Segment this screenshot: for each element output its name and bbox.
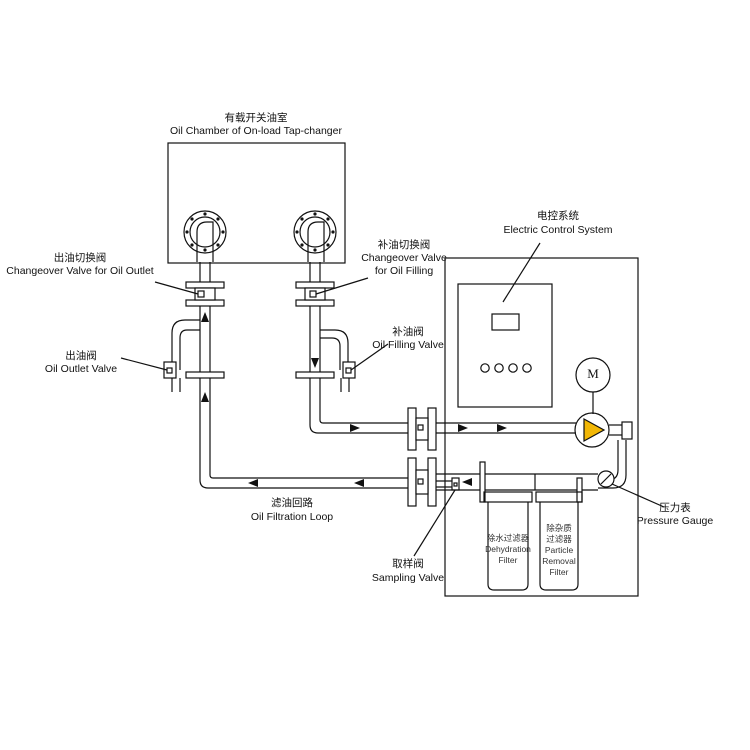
changeover-filling-label-en2: for Oil Filling (374, 265, 434, 277)
dehydration-filter (483, 491, 533, 591)
oil-outlet-valve-label-en: Oil Outlet Valve (44, 363, 118, 375)
filling-flange (293, 210, 337, 254)
sampling-valve-label-cn: 取样阀 (392, 558, 424, 570)
oil-chamber-label-en: Oil Chamber of On-load Tap-changer (170, 125, 342, 137)
changeover-outlet-label-en: Changeover Valve for Oil Outlet (6, 265, 154, 277)
particle-filter-label-en3: Filter (549, 567, 569, 577)
flow-arrow-up (201, 312, 209, 322)
filling-elbow (307, 221, 325, 262)
flow-arrow-left (354, 479, 364, 487)
oil-filling-valve-label-cn: 补油阀 (392, 326, 424, 338)
electric-control-label-en: Electric Control System (503, 224, 613, 236)
outlet-flange (183, 210, 227, 254)
flow-arrow-right (497, 424, 507, 432)
flow-arrow-up (201, 392, 209, 402)
particle-filter-label-en1: Particle (544, 545, 574, 555)
flow-arrow-right (458, 424, 468, 432)
particle-filter-label-cn1: 除杂质 (546, 523, 572, 533)
sampling-valve-label-en: Sampling Valve (371, 572, 445, 584)
particle-filter-label-cn2: 过滤器 (546, 534, 572, 544)
oil-chamber-box (167, 142, 346, 264)
changeover-outlet-label-cn: 出油切换阀 (53, 252, 107, 264)
dehydration-filter-label-en1: Dehydration (485, 544, 531, 554)
pressure-gauge (597, 470, 615, 488)
electric-control-label-cn: 电控系统 (537, 210, 579, 222)
oil-filling-valve (340, 361, 356, 392)
outlet-elbow (196, 221, 214, 262)
outlet-lower-flange (185, 371, 225, 379)
changeover-valve-outlet (185, 281, 225, 307)
filling-lower-flange (295, 371, 335, 379)
flow-arrow-left (248, 479, 258, 487)
particle-filter-label-en2: Removal (542, 556, 576, 566)
flow-arrow-right (350, 424, 360, 432)
control-display (491, 313, 520, 331)
flow-arrow-left (462, 478, 472, 486)
sampling-valve (436, 477, 460, 491)
control-buttons (480, 363, 532, 373)
flow-arrow-down (311, 358, 319, 368)
electric-control-box (457, 283, 553, 408)
changeover-valve-filling (295, 281, 335, 307)
return-flange-block (407, 457, 437, 507)
filter-unit-cabinet (444, 257, 639, 597)
dehydration-filter-label-cn: 除水过滤器 (486, 533, 530, 543)
pressure-gauge-label-cn: 压力表 (659, 502, 691, 514)
filtration-loop-label-en: Oil Filtration Loop (250, 511, 334, 523)
oil-chamber-label-cn: 有载开关油室 (224, 112, 288, 124)
filtration-loop-label-cn: 滤油回路 (271, 497, 313, 509)
oil-outlet-valve-label-cn: 出油阀 (65, 350, 97, 362)
dehydration-filter-label-en2: Filter (498, 555, 518, 565)
changeover-filling-label-en1: Changeover Valve (361, 252, 447, 264)
particle-filter (535, 491, 583, 591)
motor-symbol: M (587, 366, 599, 381)
pressure-gauge-label-en: Pressure Gauge (636, 515, 714, 527)
oil-outlet-valve (163, 361, 181, 392)
inlet-flange-block (407, 407, 437, 451)
pump (574, 412, 610, 448)
oil-filling-valve-label-en: Oil Filling Valve (372, 339, 444, 351)
changeover-filling-label-cn: 补油切换阀 (377, 239, 431, 251)
